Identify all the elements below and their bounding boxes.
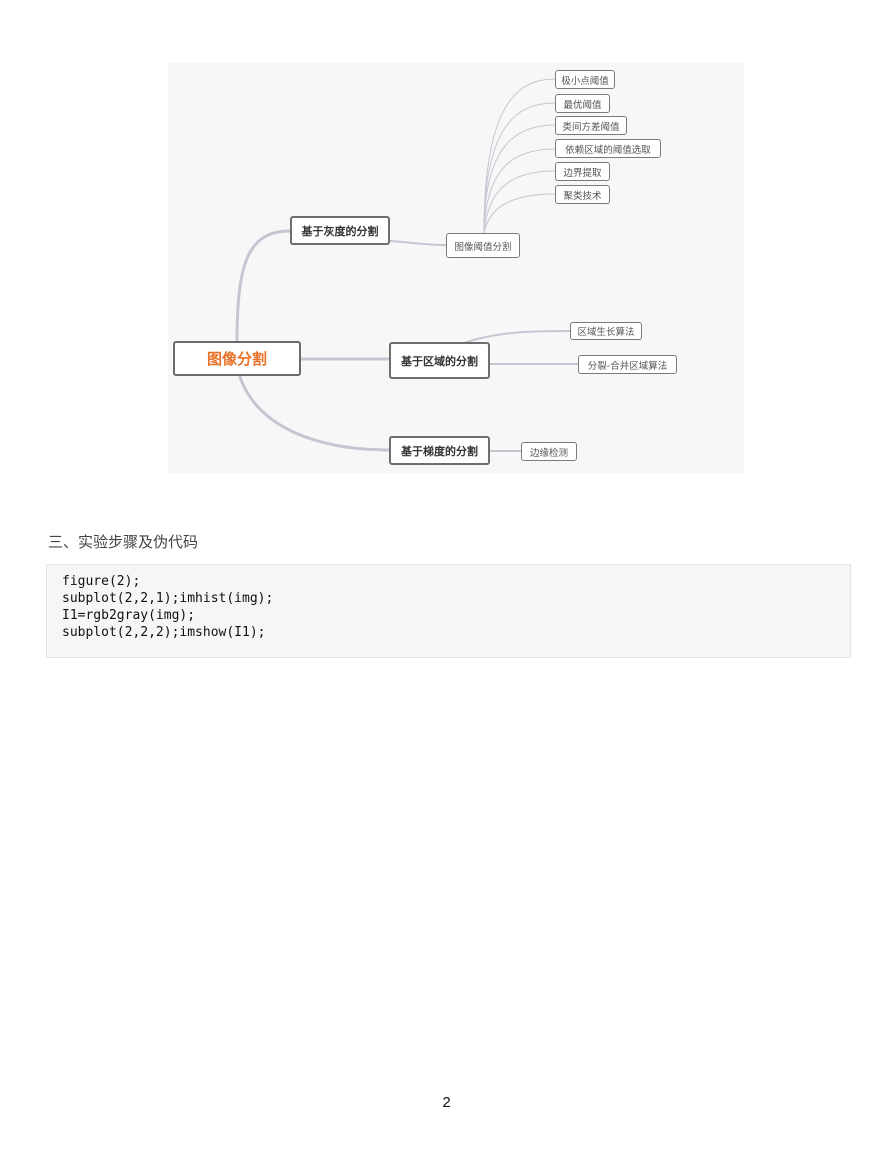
leaf-min-point-threshold: 极小点阈值 xyxy=(555,70,615,89)
leaf-boundary-extraction: 边界提取 xyxy=(555,162,610,181)
connector-leaf-6 xyxy=(483,193,556,234)
connector-leaf-2 xyxy=(483,102,556,234)
mindmap-root-node: 图像分割 xyxy=(173,341,301,376)
leaf-edge-detection: 边缘检测 xyxy=(521,442,577,461)
mind-map-connectors xyxy=(235,78,579,452)
mind-map-figure: 图像分割 基于灰度的分割 基于区域的分割 基于梯度的分割 图像阈值分割 极小点阈… xyxy=(168,63,744,473)
leaf-region-dependent-threshold: 依赖区域的阈值选取 xyxy=(555,139,661,158)
connector-leaf-1 xyxy=(483,78,556,234)
leaf-clustering-technique: 聚类技术 xyxy=(555,185,610,204)
leaf-optimal-threshold: 最优阈值 xyxy=(555,94,610,113)
code-line: subplot(2,2,1);imhist(img); xyxy=(62,591,274,606)
branch-gradient-based-node: 基于梯度的分割 xyxy=(389,436,490,465)
branch-region-based-node: 基于区域的分割 xyxy=(389,342,490,379)
branch-gray-based-node: 基于灰度的分割 xyxy=(290,216,390,245)
connector-root-gradient xyxy=(238,375,392,452)
connector-leaf-3 xyxy=(483,124,556,234)
code-block: figure(2); subplot(2,2,1);imhist(img); I… xyxy=(46,564,851,658)
connector-leaf-5 xyxy=(483,170,556,234)
leaf-region-growing: 区域生长算法 xyxy=(570,322,642,340)
leaf-split-merge: 分裂-合并区域算法 xyxy=(578,355,677,374)
connector-leaf-4 xyxy=(483,148,556,234)
code-line: subplot(2,2,2);imshow(I1); xyxy=(62,625,266,640)
page-number: 2 xyxy=(442,1094,451,1111)
threshold-segmentation-node: 图像阈值分割 xyxy=(446,233,520,258)
connector-root-gray xyxy=(235,229,292,344)
code-line: figure(2); xyxy=(62,574,141,589)
section-heading: 三、实验步骤及伪代码 xyxy=(48,533,199,551)
connector-region-1 xyxy=(463,330,571,344)
connector-gray-threshold xyxy=(389,240,447,246)
code-line: I1=rgb2gray(img); xyxy=(62,608,196,623)
leaf-between-class-variance-threshold: 类间方差阈值 xyxy=(555,116,627,135)
